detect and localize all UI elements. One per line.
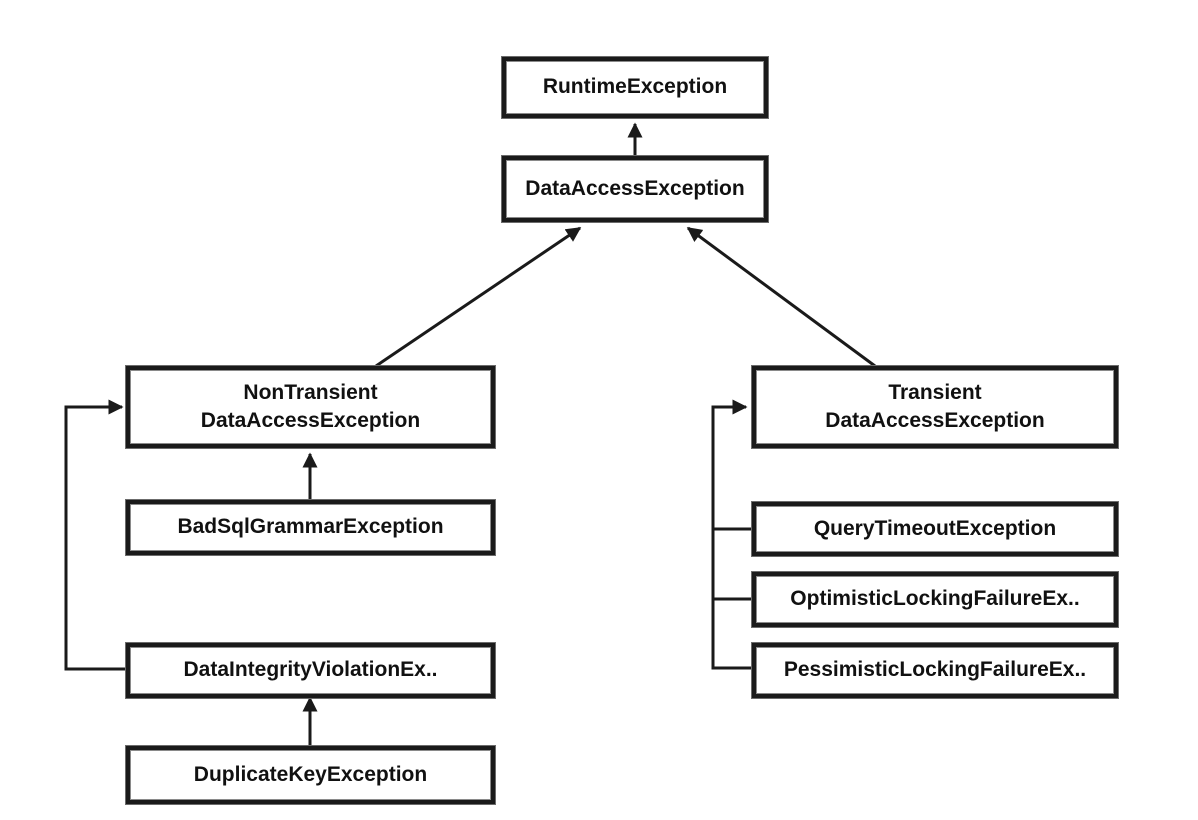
node-label: QueryTimeoutException: [813, 516, 1057, 540]
edge-nontransient-dataaccess: [375, 226, 582, 368]
node-non-transient-exception: NonTransient DataAccessException: [126, 366, 495, 448]
node-label: BadSqlGrammarException: [177, 515, 444, 539]
edge-transient-dataaccess: [686, 226, 876, 368]
node-label: DataAccessException: [525, 176, 745, 200]
node-label: PessimisticLockingFailureEx..: [783, 658, 1087, 682]
node-label: DataIntegrityViolationEx..: [183, 658, 438, 682]
node-label: NonTransient DataAccessException: [200, 380, 421, 432]
node-label: Transient DataAccessException: [825, 380, 1045, 432]
node-duplicate-key-exception: DuplicateKeyException: [126, 746, 495, 804]
node-bad-sql-grammar-exception: BadSqlGrammarException: [126, 500, 495, 555]
edge-transient-subclasses: [711, 399, 752, 670]
edge-dataintegrity-nontransient: [64, 399, 126, 671]
node-optimistic-locking-failure-exception: OptimisticLockingFailureEx..: [752, 572, 1118, 627]
node-label: DuplicateKeyException: [193, 762, 428, 786]
node-query-timeout-exception: QueryTimeoutException: [752, 502, 1118, 556]
node-transient-exception: Transient DataAccessException: [752, 366, 1118, 448]
node-data-integrity-violation-exception: DataIntegrityViolationEx..: [126, 643, 495, 698]
node-runtime-exception: RuntimeException: [502, 57, 768, 118]
node-label: RuntimeException: [542, 75, 728, 99]
node-pessimistic-locking-failure-exception: PessimisticLockingFailureEx..: [752, 643, 1118, 698]
node-label: OptimisticLockingFailureEx..: [790, 587, 1080, 611]
node-data-access-exception: DataAccessException: [502, 156, 768, 222]
